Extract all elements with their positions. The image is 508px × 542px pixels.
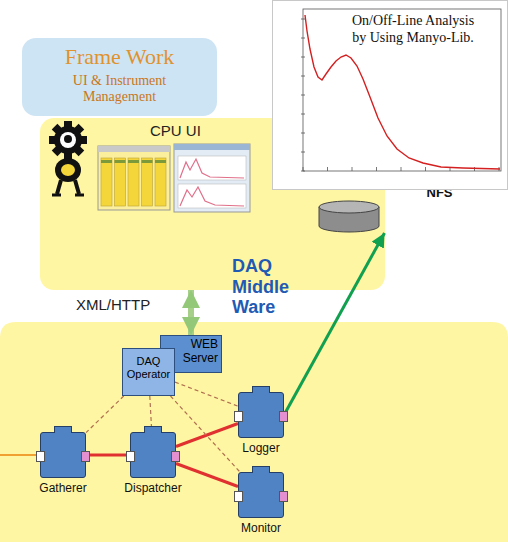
daq-operator-box: DAQ Operator xyxy=(122,348,175,396)
graphic-shape xyxy=(180,187,244,206)
protocol-label: XML/HTTP xyxy=(76,296,150,313)
control-link xyxy=(86,396,124,433)
node-title: On/Off-Line Analysis by Using Manyo-Lib. xyxy=(344,13,482,47)
box-tab xyxy=(252,466,270,473)
in-port xyxy=(126,451,135,462)
graphic-shape xyxy=(174,144,250,150)
analysis-plot: On/Off-Line Analysis by Using Manyo-Lib. xyxy=(272,0,508,190)
graphic-shape xyxy=(64,135,72,143)
daq-panel xyxy=(0,322,508,542)
storage-cylinder xyxy=(315,183,383,233)
nfs-storage: NFS xyxy=(315,183,454,233)
graphic-shape xyxy=(303,167,304,171)
graphic-shape xyxy=(303,9,501,171)
out-port xyxy=(279,491,288,502)
graphic-shape xyxy=(101,158,112,206)
graphic-shape xyxy=(301,38,305,39)
component-label: Dispatcher xyxy=(124,481,181,495)
node-subtitle: UI & Instrument Management xyxy=(42,73,197,105)
graphic-shape xyxy=(301,19,305,20)
component-label: Monitor xyxy=(241,521,281,535)
graphic-shape xyxy=(86,233,385,486)
component-box: Gatherer xyxy=(40,432,86,478)
out-port xyxy=(171,451,180,462)
graphic-shape xyxy=(142,158,153,206)
graphic-shape xyxy=(376,167,377,171)
graphic-shape xyxy=(301,76,305,77)
middleware-label: DAQ Middle Ware xyxy=(232,256,298,318)
out-port xyxy=(81,451,90,462)
node-title: DAQ Operator xyxy=(124,355,173,381)
graphic-shape xyxy=(155,158,166,206)
graphic-shape xyxy=(142,160,153,163)
graphic-shape xyxy=(60,132,76,148)
box-tab xyxy=(252,386,270,393)
graphic-shape xyxy=(101,160,112,163)
graphic-shape xyxy=(98,146,170,152)
graphic-shape xyxy=(301,133,305,134)
data-link xyxy=(176,424,238,447)
graphic-shape xyxy=(174,144,250,212)
input-line xyxy=(0,454,37,456)
component-box: Dispatcher xyxy=(130,432,176,478)
graphic-shape xyxy=(54,126,82,154)
graphic-shape xyxy=(178,184,246,208)
graphic-shape xyxy=(75,194,84,197)
control-link xyxy=(170,396,240,472)
graphic-shape xyxy=(57,180,61,194)
graphic-shape xyxy=(98,146,170,210)
graphic-shape xyxy=(128,160,139,163)
graphic-shape xyxy=(115,160,126,163)
in-port xyxy=(234,411,243,422)
graphic-shape xyxy=(319,201,379,213)
data-link xyxy=(86,454,130,457)
in-port xyxy=(234,491,243,502)
graphic-shape xyxy=(178,156,246,180)
graphic-shape xyxy=(75,180,79,194)
graphic-shape xyxy=(425,167,426,171)
graphic-shape xyxy=(128,158,139,206)
graphic-shape xyxy=(115,158,126,206)
graphic-shape xyxy=(301,57,305,58)
graphic-shape xyxy=(180,159,244,178)
graphic-shape xyxy=(55,158,81,182)
data-link xyxy=(284,233,385,415)
node-title: WEB Server xyxy=(177,338,218,366)
data-link xyxy=(188,290,194,335)
box-tab xyxy=(144,426,162,433)
data-link xyxy=(176,464,238,487)
graphic-shape xyxy=(327,167,328,171)
node-title: CPU UI xyxy=(150,122,201,139)
component-box: Monitor xyxy=(238,472,284,518)
graphic-shape xyxy=(301,114,305,115)
graphic-shape xyxy=(301,95,305,96)
out-port xyxy=(279,411,288,422)
control-link xyxy=(175,382,238,406)
graphic-shape xyxy=(155,160,166,163)
graphic-shape xyxy=(401,167,402,171)
graphic-shape xyxy=(61,164,75,176)
graphic-shape xyxy=(352,167,353,171)
graphic-shape xyxy=(301,152,305,153)
component-label: Gatherer xyxy=(39,481,86,495)
node-title: Frame Work xyxy=(42,44,197,70)
in-port xyxy=(36,451,45,462)
component-box: Logger xyxy=(238,392,284,438)
graphic-shape xyxy=(52,194,61,197)
framework-box: Frame Work UI & Instrument Management xyxy=(22,38,217,116)
component-label: Logger xyxy=(242,441,279,455)
box-tab xyxy=(54,426,72,433)
